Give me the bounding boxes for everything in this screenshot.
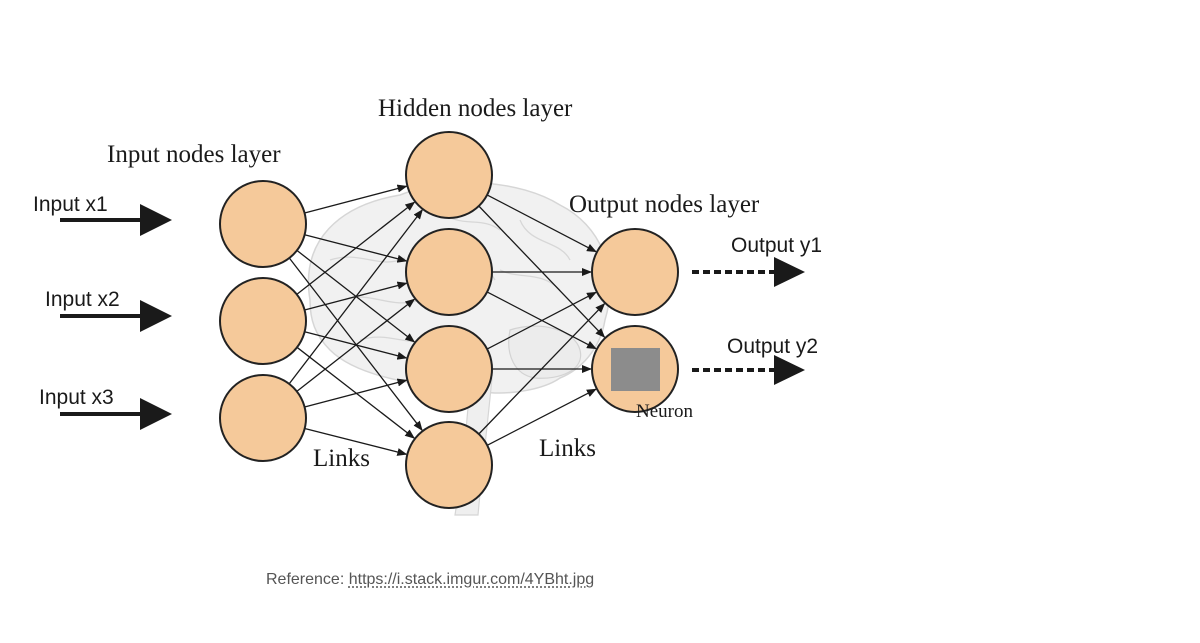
hidden-node-4 <box>405 421 493 509</box>
output-node-1 <box>591 228 679 316</box>
input-hidden-link-2-4 <box>296 346 415 439</box>
input-label-x2: Input x2 <box>45 288 120 311</box>
output-arrow-1-head <box>774 257 805 287</box>
reference-line: Reference: https://i.stack.imgur.com/4YB… <box>266 571 594 589</box>
input-hidden-link-1-1 <box>304 184 408 214</box>
reference-label: Reference: <box>266 571 345 588</box>
input-hidden-link-2-1 <box>296 201 416 295</box>
output-label-y1: Output y1 <box>731 234 822 257</box>
hidden-layer-title: Hidden nodes layer <box>378 95 573 122</box>
output-arrows <box>692 257 805 385</box>
input-hidden-link-3-1 <box>288 209 423 385</box>
neuron-label: Neuron <box>636 401 693 422</box>
links-hidden-to-output <box>478 194 606 446</box>
input-arrow-2-head <box>140 300 172 332</box>
links-input-to-hidden <box>288 184 423 456</box>
reference-link[interactable]: https://i.stack.imgur.com/4YBht.jpg <box>348 571 595 588</box>
hidden-output-link-3-1 <box>486 291 597 350</box>
neuron-box <box>611 348 660 391</box>
links-label-right: Links <box>539 435 596 462</box>
output-arrow-2-head <box>774 355 805 385</box>
input-arrows <box>60 204 172 430</box>
output-label-y2: Output y2 <box>727 335 818 358</box>
hidden-node-2 <box>405 228 493 316</box>
output-layer-title: Output nodes layer <box>569 191 760 218</box>
input-arrow-3-head <box>140 398 172 430</box>
hidden-output-link-4-2 <box>486 388 597 446</box>
input-label-x3: Input x3 <box>39 386 114 409</box>
input-arrow-1-head <box>140 204 172 236</box>
input-node-1 <box>219 180 307 268</box>
hidden-node-1 <box>405 131 493 219</box>
hidden-output-link-4-1 <box>478 302 606 435</box>
input-hidden-link-1-4 <box>288 257 423 431</box>
input-node-3 <box>219 374 307 462</box>
hidden-output-link-1-1 <box>486 194 597 253</box>
input-hidden-link-3-3 <box>304 378 408 408</box>
input-label-x1: Input x1 <box>33 193 108 216</box>
input-layer-title: Input nodes layer <box>107 141 281 168</box>
input-hidden-link-3-2 <box>296 298 416 392</box>
hidden-node-3 <box>405 325 493 413</box>
input-node-2 <box>219 277 307 365</box>
nodes <box>219 131 679 509</box>
input-hidden-link-3-4 <box>304 427 408 456</box>
links-label-left: Links <box>313 445 370 472</box>
